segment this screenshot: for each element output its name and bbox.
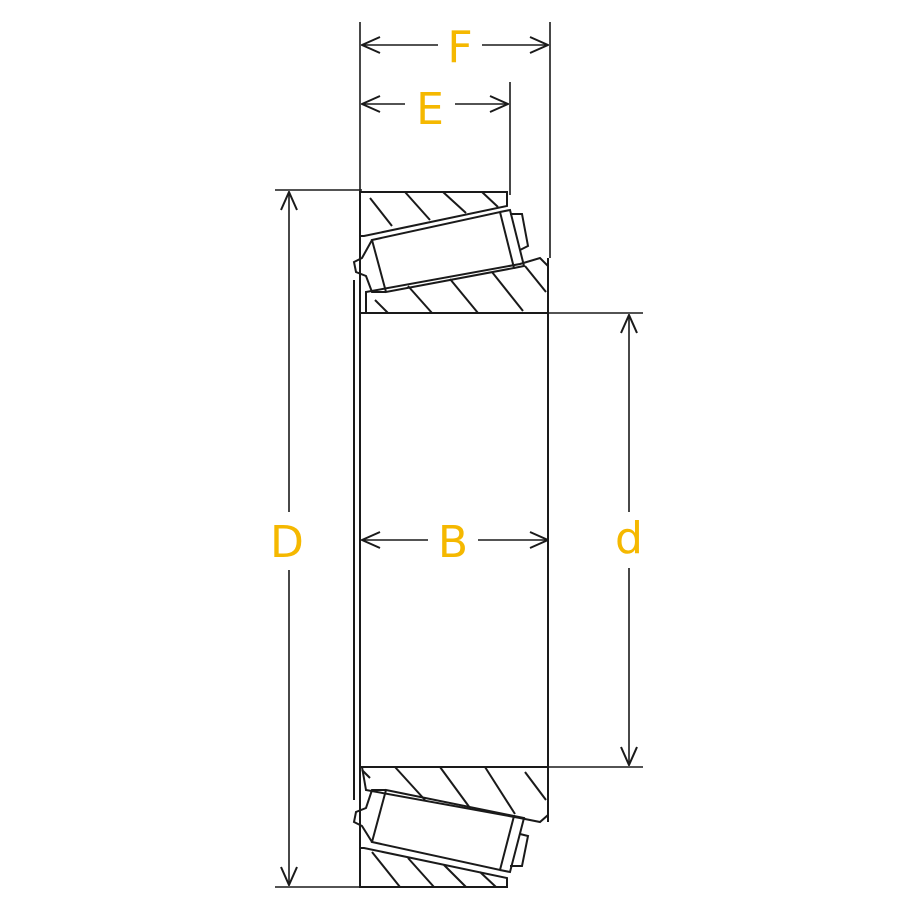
top-cup-section [359, 191, 508, 237]
dimension-b: B [362, 517, 548, 568]
top-cone-section [365, 256, 549, 314]
label-b: B [438, 517, 468, 568]
dimension-e: E [362, 84, 508, 135]
dimension-f: F [362, 22, 548, 73]
bottom-cone-section [360, 766, 549, 824]
label-e: E [416, 84, 444, 135]
bottom-roller [352, 788, 530, 874]
dimension-d-outer: D [270, 192, 304, 885]
label-f: F [447, 22, 472, 73]
top-roller [352, 208, 530, 294]
dimension-d-bore: d [615, 315, 643, 765]
bottom-cup-section [359, 847, 508, 888]
label-d-bore: d [615, 513, 643, 564]
extension-lines [275, 22, 643, 888]
label-d-outer: D [270, 517, 304, 568]
